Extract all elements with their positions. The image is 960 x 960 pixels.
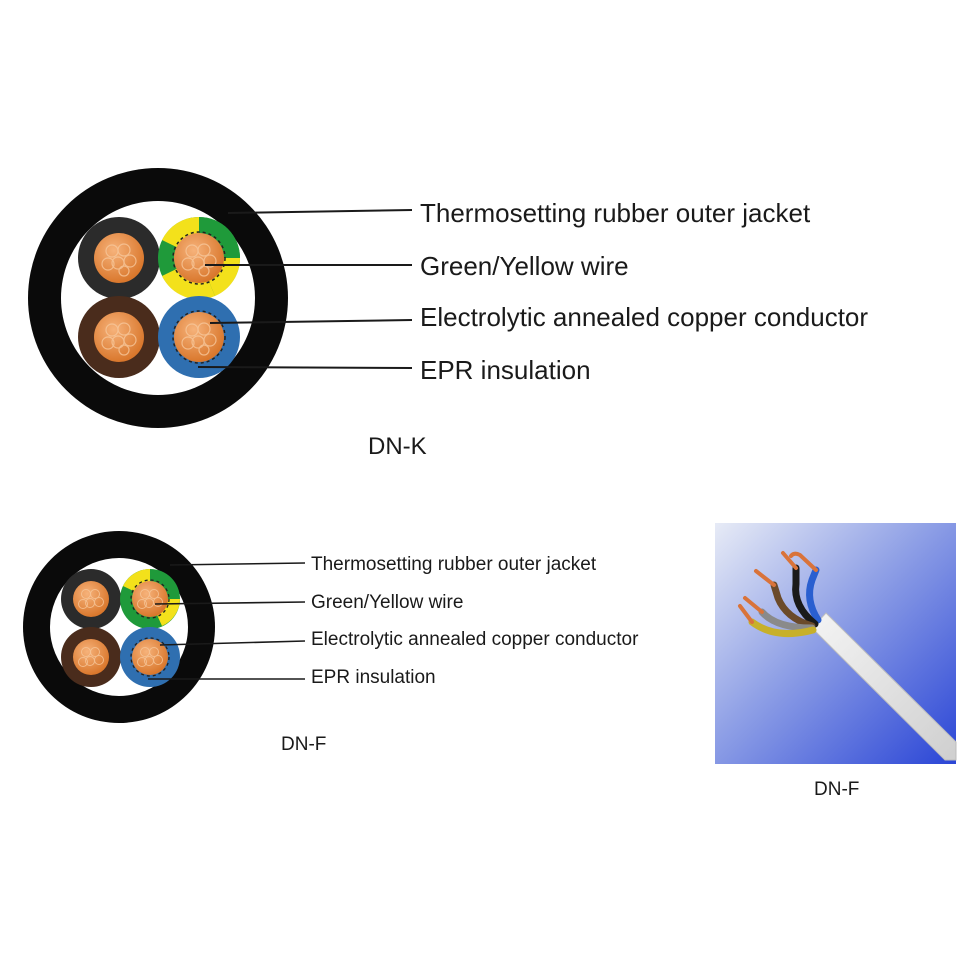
dnf-core-brown <box>61 627 121 687</box>
dnk-label-epr-insulation: EPR insulation <box>420 355 591 385</box>
dnk-label-green-yellow-wire: Green/Yellow wire <box>420 251 629 281</box>
dnf-leader-lines <box>148 562 306 680</box>
dnf-core-blue <box>120 627 180 687</box>
dnk-cross-section <box>28 168 413 428</box>
cable-photo <box>715 523 957 764</box>
dnk-core-blue <box>158 296 240 378</box>
dnk-leader-lines <box>197 209 413 369</box>
dnf-label-green-yellow-wire: Green/Yellow wire <box>311 592 464 613</box>
dnf-cross-section <box>23 531 306 723</box>
photo-caption: DN-F <box>814 779 860 800</box>
dnf-core-black <box>61 569 121 629</box>
dnf-label-outer-jacket: Thermosetting rubber outer jacket <box>311 554 597 575</box>
dnf-label-epr-insulation: EPR insulation <box>311 667 436 688</box>
dnf-label-copper-conductor: Electrolytic annealed copper conductor <box>311 629 639 650</box>
dnk-caption: DN-K <box>368 433 427 460</box>
dnk-core-black <box>78 217 160 299</box>
dnf-caption: DN-F <box>281 734 327 755</box>
dnk-label-copper-conductor: Electrolytic annealed copper conductor <box>420 302 869 332</box>
dnf-core-green-yellow <box>120 569 180 629</box>
dnk-label-outer-jacket: Thermosetting rubber outer jacket <box>420 198 811 228</box>
dnk-core-green-yellow <box>158 216 241 300</box>
dnk-core-brown <box>78 296 160 378</box>
